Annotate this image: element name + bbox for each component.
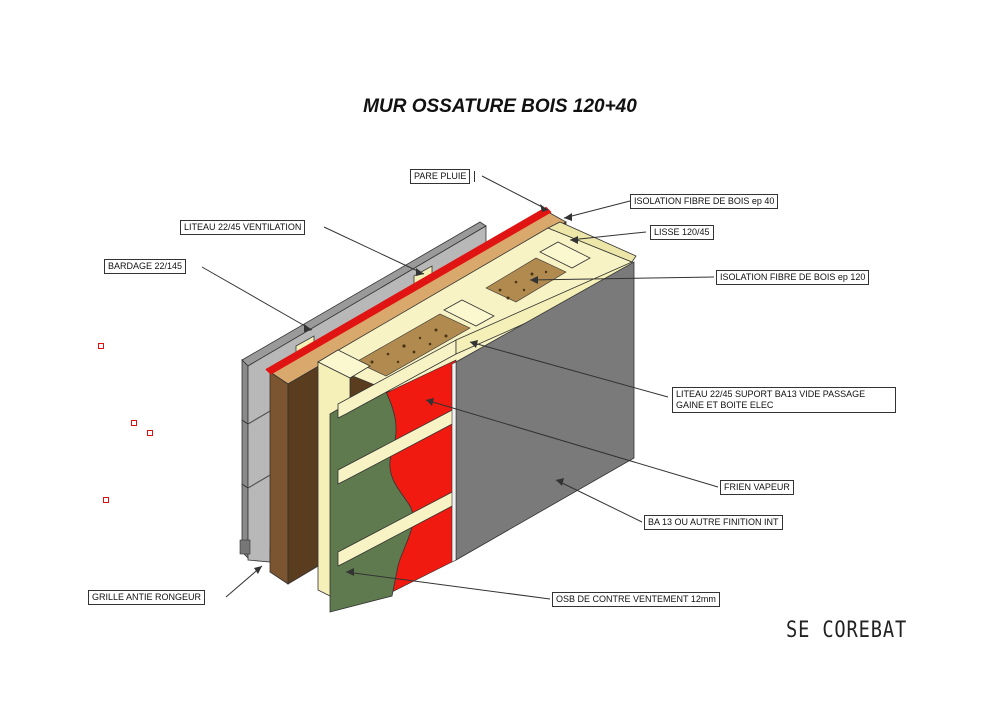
label-osb: OSB DE CONTRE VENTEMENT 12mm <box>552 592 720 607</box>
isolation-120-fill <box>355 257 567 377</box>
label-grille-text: GRILLE ANTIE RONGEUR <box>92 592 202 602</box>
marker-square <box>103 497 109 503</box>
marker-square <box>147 430 153 436</box>
label-lisse-text: LISSE 120/45 <box>654 227 710 237</box>
liteau-support-ba13 <box>337 261 633 567</box>
label-frein-vapeur-text: FRIEN VAPEUR <box>724 482 790 492</box>
ba13-plasterboard <box>451 261 635 563</box>
label-bardage-text: BARDAGE 22/145 <box>108 261 183 271</box>
marker-square <box>98 343 104 349</box>
label-bardage: BARDAGE 22/145 <box>104 259 187 274</box>
marker-square <box>131 420 137 426</box>
brand-logo-text: SE COREBAT <box>786 618 908 643</box>
label-liteau-ventilation-text: LITEAU 22/45 VENTILATION <box>184 222 302 232</box>
studs <box>317 241 591 379</box>
leader-lines <box>201 175 719 600</box>
label-isolation-120: ISOLATION FIBRE DE BOIS ep 120 <box>716 270 870 285</box>
label-pare-pluie: PARE PLUIE <box>410 169 476 184</box>
label-ba13: BA 13 OU AUTRE FINITION INT <box>644 515 783 530</box>
label-isolation-40: ISOLATION FIBRE DE BOIS ep 40 <box>630 194 779 209</box>
label-osb-text: OSB DE CONTRE VENTEMENT 12mm <box>556 594 716 604</box>
label-pare-pluie-text: PARE PLUIE <box>414 171 467 181</box>
label-liteau-support: LITEAU 22/45 SUPORT BA13 VIDE PASSAGE GA… <box>672 387 896 413</box>
leader-arrowheads <box>254 204 578 576</box>
label-frein-vapeur: FRIEN VAPEUR <box>720 480 794 495</box>
label-grille: GRILLE ANTIE RONGEUR <box>88 590 206 605</box>
label-lisse: LISSE 120/45 <box>650 225 714 240</box>
label-ba13-text: BA 13 OU AUTRE FINITION INT <box>648 517 779 527</box>
label-isolation-120-text: ISOLATION FIBRE DE BOIS ep 120 <box>720 272 866 282</box>
label-liteau-ventilation: LITEAU 22/45 VENTILATION <box>180 220 306 235</box>
label-liteau-support-text: LITEAU 22/45 SUPORT BA13 VIDE PASSAGE GA… <box>676 389 866 410</box>
diagram-title: MUR OSSATURE BOIS 120+40 <box>363 96 637 117</box>
label-isolation-40-text: ISOLATION FIBRE DE BOIS ep 40 <box>634 196 775 206</box>
